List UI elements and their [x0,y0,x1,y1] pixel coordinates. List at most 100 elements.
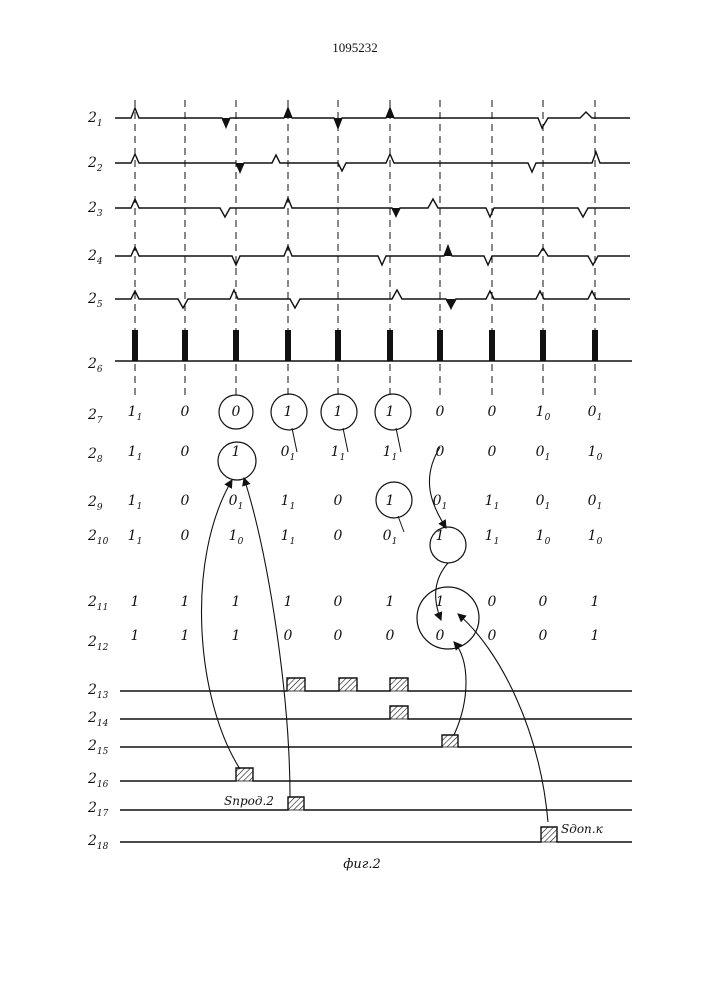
table-cell: 11 [128,493,143,512]
table-cell: 0 [181,404,190,420]
annotation-s-prod: Sпрод.2 [224,794,274,808]
table-cell: 01 [588,404,603,423]
clock-bars [132,330,598,361]
table-cell: 01 [588,493,603,512]
table-cell: 1 [284,594,293,610]
pulse-mark [284,106,292,118]
row-label: 26 [87,356,103,375]
pulse-mark [446,299,456,310]
leader-line [292,428,297,452]
table-cell: 0 [334,628,343,644]
table-cell: 1 [131,628,140,644]
pulse-mark [334,118,342,130]
table-cell: 10 [588,444,603,463]
table-cell: 0 [181,528,190,544]
table-cell: 0 [488,594,497,610]
hatched-pulse [339,678,357,691]
table-cell: 1 [232,628,241,644]
row-label: 218 [87,833,109,852]
table-cell: 01 [536,493,551,512]
trace-2-5 [115,290,630,308]
leader-line [396,428,401,452]
patent-number: 1095232 [332,40,378,55]
row-label: 214 [87,710,109,729]
clock-bar [387,330,393,361]
table-cell: 11 [331,444,346,463]
table-cell: 11 [281,528,296,547]
table-cell: 01 [433,493,448,512]
time-markers [135,100,595,395]
figure-caption: фиг.2 [343,857,381,872]
clock-bar [335,330,341,361]
line-2-14 [120,706,632,719]
row-label: 25 [87,291,103,310]
table-cell: 0 [386,628,395,644]
row-label: 211 [87,594,108,613]
arrow-s18-to-r11 [458,614,548,822]
line-2-15 [120,735,632,747]
trace-2-4 [115,246,630,265]
line-2-17 [120,797,632,810]
table-cell: 11 [128,444,143,463]
table-cell: 0 [436,404,445,420]
row-label: 213 [87,682,109,701]
clock-bar [285,330,291,361]
pulse-mark [236,163,244,174]
table-cell: 11 [128,528,143,547]
pulse-mark [386,106,394,118]
hatched-pulse [390,678,408,691]
highlight-circles [218,394,479,649]
highlight-circle [417,587,479,649]
table-cell: 1 [232,594,241,610]
line-2-13 [120,678,632,691]
trace-2-2 [115,152,630,172]
table-cell: 1 [386,594,395,610]
table-cell: 0 [436,628,445,644]
table-cell: 0 [181,493,190,509]
table-cell: 11 [281,493,296,512]
table-cell: 11 [485,493,500,512]
table-cell: 0 [488,444,497,460]
value-table: 1100111001001110101111100011011001110101… [128,404,603,644]
clock-bar [233,330,239,361]
arrow-s16-to-r8 [202,480,240,769]
table-cell: 0 [181,444,190,460]
pulse-mark [444,244,452,256]
leader-line [398,516,404,532]
row-label: 215 [87,738,109,757]
table-cell: 0 [334,528,343,544]
table-cell: 10 [536,528,551,547]
hatched-pulses [236,678,557,842]
table-cell: 0 [539,594,548,610]
table-cell: 10 [536,404,551,423]
hatched-pulse [541,827,557,842]
table-cell: 11 [485,528,500,547]
clock-bar [540,330,546,361]
row-label: 23 [87,200,103,219]
annotation-s-dop: Sдоп.к [561,822,604,836]
row-label: 216 [87,771,109,790]
row-labels: 2122232425262728292102112122132142152162… [87,110,109,852]
table-cell: 0 [284,628,293,644]
hatched-pulse [287,678,305,691]
table-cell: 1 [334,404,343,420]
table-cell: 11 [128,404,143,423]
clock-bar [489,330,495,361]
table-cell: 1 [386,404,395,420]
clock-bar [592,330,598,361]
table-cell: 11 [383,444,398,463]
table-cell: 0 [334,594,343,610]
table-cell: 0 [232,404,241,420]
table-cell: 1 [284,404,293,420]
clock-bar [132,330,138,361]
table-cell: 10 [588,528,603,547]
table-cell: 01 [281,444,296,463]
table-cell: 1 [386,493,395,509]
row-label: 217 [87,800,109,819]
table-cell: 0 [488,628,497,644]
row-label: 28 [87,446,103,465]
row-label: 212 [87,634,109,653]
table-cell: 1 [591,628,600,644]
trace-2-1 [115,108,630,128]
